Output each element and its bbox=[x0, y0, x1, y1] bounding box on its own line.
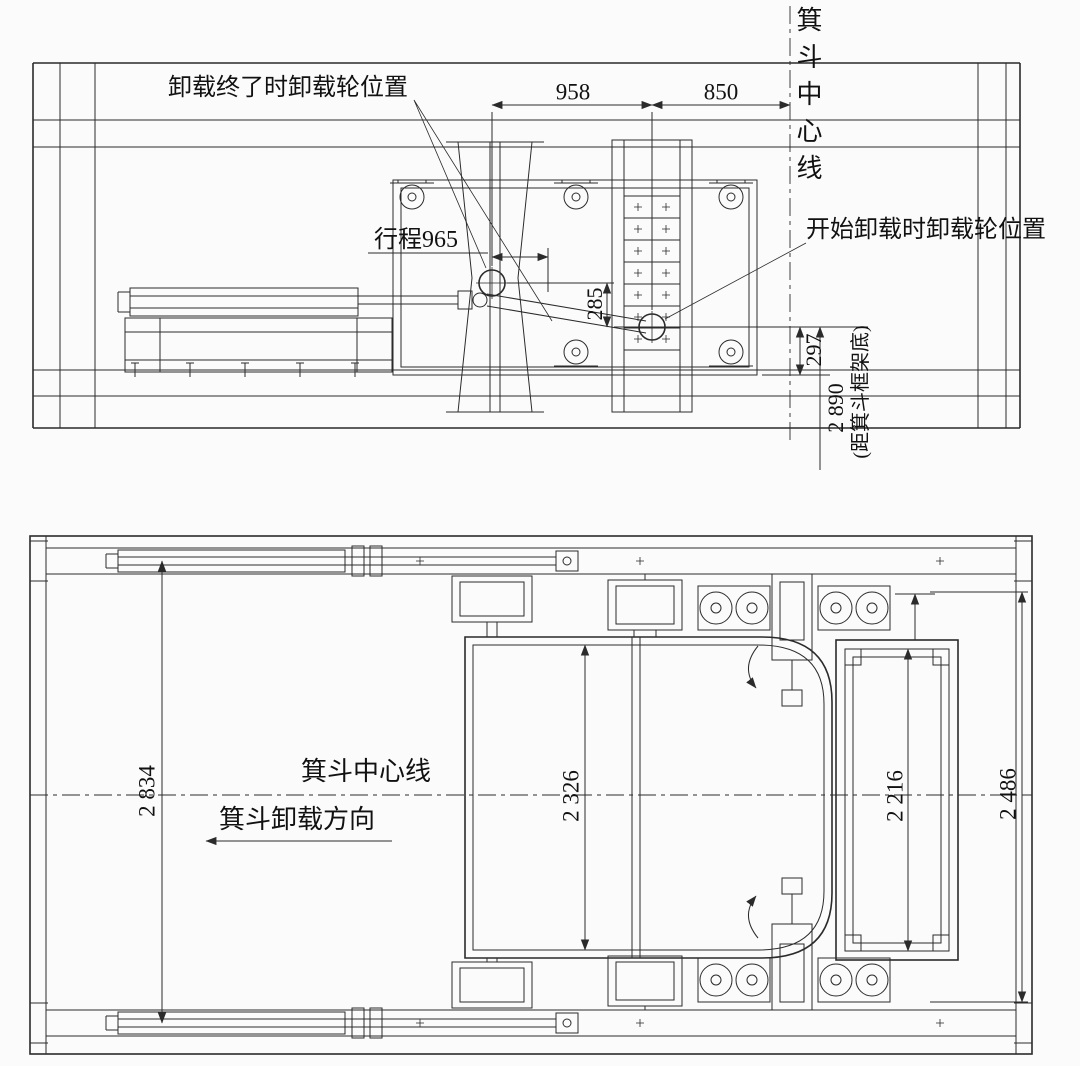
top-view-frame bbox=[32, 62, 1021, 429]
skip-centerline-label: 箕斗中心线 bbox=[300, 757, 432, 786]
dim-285-label: 285 bbox=[582, 287, 607, 321]
upper-mechanisms bbox=[451, 573, 935, 707]
dim-297-label: 297 bbox=[801, 333, 826, 367]
skip-centerline-vertical-label: 箕斗中心线 bbox=[793, 6, 822, 191]
dim-2890-note: (距箕斗框架底) bbox=[850, 325, 872, 459]
upper-hydraulic-cylinder bbox=[105, 545, 579, 577]
guide-wheels bbox=[390, 180, 753, 367]
leader-lines bbox=[413, 99, 807, 322]
dim-2486-label: 2 486 bbox=[995, 768, 1021, 820]
dim-958-label: 958 bbox=[555, 79, 591, 105]
dim-2890-label: 2 890 bbox=[823, 383, 848, 433]
dim-stroke-965-label: 行程965 bbox=[374, 227, 458, 253]
unload-direction-label: 箕斗卸载方向 bbox=[218, 805, 376, 834]
lower-mechanisms bbox=[105, 877, 891, 1039]
dim-2834-label: 2 834 bbox=[134, 765, 160, 817]
bottom-view-drawing bbox=[29, 535, 1033, 1055]
dim-2216-label: 2 216 bbox=[882, 770, 908, 822]
hydraulic-cylinder bbox=[117, 287, 647, 373]
unload-wheel-end-position bbox=[476, 267, 508, 299]
unloading-machine-frame bbox=[392, 139, 758, 413]
label-unload-start-position: 开始卸载时卸载轮位置 bbox=[806, 217, 1046, 243]
dim-2326-label: 2 326 bbox=[558, 770, 584, 822]
top-view-drawing bbox=[32, 6, 1021, 470]
dim-850-label: 850 bbox=[703, 79, 739, 105]
top-view-dimensions bbox=[368, 100, 868, 470]
right-support-frame bbox=[835, 639, 959, 961]
skip-body bbox=[464, 636, 833, 959]
label-unload-end-position: 卸载终了时卸载轮位置 bbox=[168, 75, 408, 101]
bottom-view-dimensions bbox=[157, 560, 1028, 1024]
